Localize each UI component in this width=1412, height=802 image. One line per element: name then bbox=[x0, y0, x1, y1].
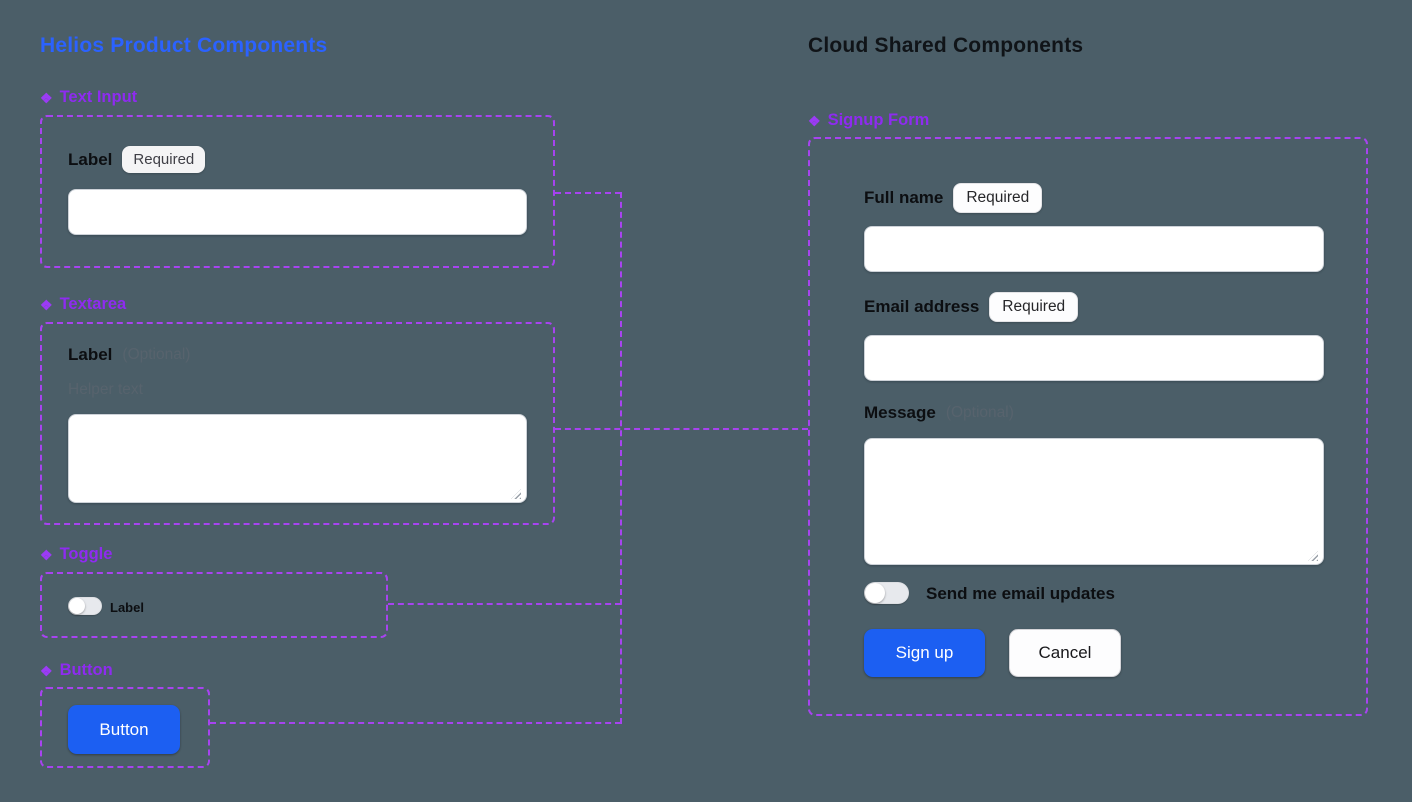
component-label-text-input[interactable]: ❖ Text Input bbox=[40, 88, 137, 107]
component-name: Signup Form bbox=[827, 111, 930, 129]
component-name: Textarea bbox=[59, 295, 127, 313]
connector-text-input bbox=[555, 192, 621, 194]
required-badge: Required bbox=[953, 183, 1043, 213]
textarea-field[interactable] bbox=[68, 414, 527, 503]
component-name: Text Input bbox=[59, 88, 138, 106]
optional-note: (Optional) bbox=[945, 404, 1014, 421]
helper-text: Helper text bbox=[68, 381, 143, 398]
component-label-signup-form[interactable]: ❖ Signup Form bbox=[808, 111, 929, 130]
right-panel-title: Cloud Shared Components bbox=[808, 34, 1084, 57]
full-name-input[interactable] bbox=[864, 226, 1324, 272]
cancel-button[interactable]: Cancel bbox=[1009, 629, 1121, 677]
textarea-label: Label bbox=[68, 345, 113, 364]
component-diamond-icon: ❖ bbox=[40, 296, 53, 313]
toggle-label: Label bbox=[110, 600, 144, 615]
primary-button[interactable]: Button bbox=[68, 705, 180, 754]
component-name: Button bbox=[59, 661, 113, 679]
toggle-knob bbox=[865, 583, 885, 603]
component-diamond-icon: ❖ bbox=[40, 662, 53, 679]
connector-textarea-to-form bbox=[555, 428, 808, 430]
button-component-frame[interactable]: Button bbox=[40, 687, 210, 768]
left-panel-title: Helios Product Components bbox=[40, 34, 328, 57]
sign-up-button[interactable]: Sign up bbox=[864, 629, 985, 677]
connector-button bbox=[210, 722, 621, 724]
toggle-knob bbox=[69, 598, 85, 614]
required-badge: Required bbox=[122, 146, 206, 173]
email-updates-label: Send me email updates bbox=[926, 584, 1115, 603]
text-input-label: Label bbox=[68, 149, 113, 169]
component-label-button[interactable]: ❖ Button bbox=[40, 661, 113, 680]
toggle-switch-off[interactable] bbox=[68, 597, 102, 615]
toggle-component-frame[interactable]: Label bbox=[40, 572, 388, 638]
component-diamond-icon: ❖ bbox=[808, 112, 821, 129]
message-label: Message bbox=[864, 403, 936, 422]
full-name-label: Full name bbox=[864, 187, 944, 207]
component-diamond-icon: ❖ bbox=[40, 546, 53, 563]
optional-note: (Optional) bbox=[122, 346, 191, 363]
component-label-toggle[interactable]: ❖ Toggle bbox=[40, 545, 112, 564]
email-input[interactable] bbox=[864, 335, 1324, 381]
email-updates-toggle-off[interactable] bbox=[864, 582, 909, 604]
email-label: Email address bbox=[864, 296, 980, 316]
component-diamond-icon: ❖ bbox=[40, 89, 53, 106]
component-name: Toggle bbox=[59, 545, 113, 563]
message-textarea[interactable] bbox=[864, 438, 1324, 565]
component-label-textarea[interactable]: ❖ Textarea bbox=[40, 295, 126, 314]
required-badge: Required bbox=[989, 292, 1079, 322]
connector-trunk bbox=[620, 192, 622, 724]
textarea-component-frame[interactable]: Label (Optional) Helper text bbox=[40, 322, 555, 525]
signup-form-component-frame[interactable]: Full name Required Email address Require… bbox=[808, 137, 1368, 716]
connector-toggle bbox=[388, 603, 621, 605]
text-input-field[interactable] bbox=[68, 189, 527, 235]
text-input-component-frame[interactable]: Label Required bbox=[40, 115, 555, 268]
